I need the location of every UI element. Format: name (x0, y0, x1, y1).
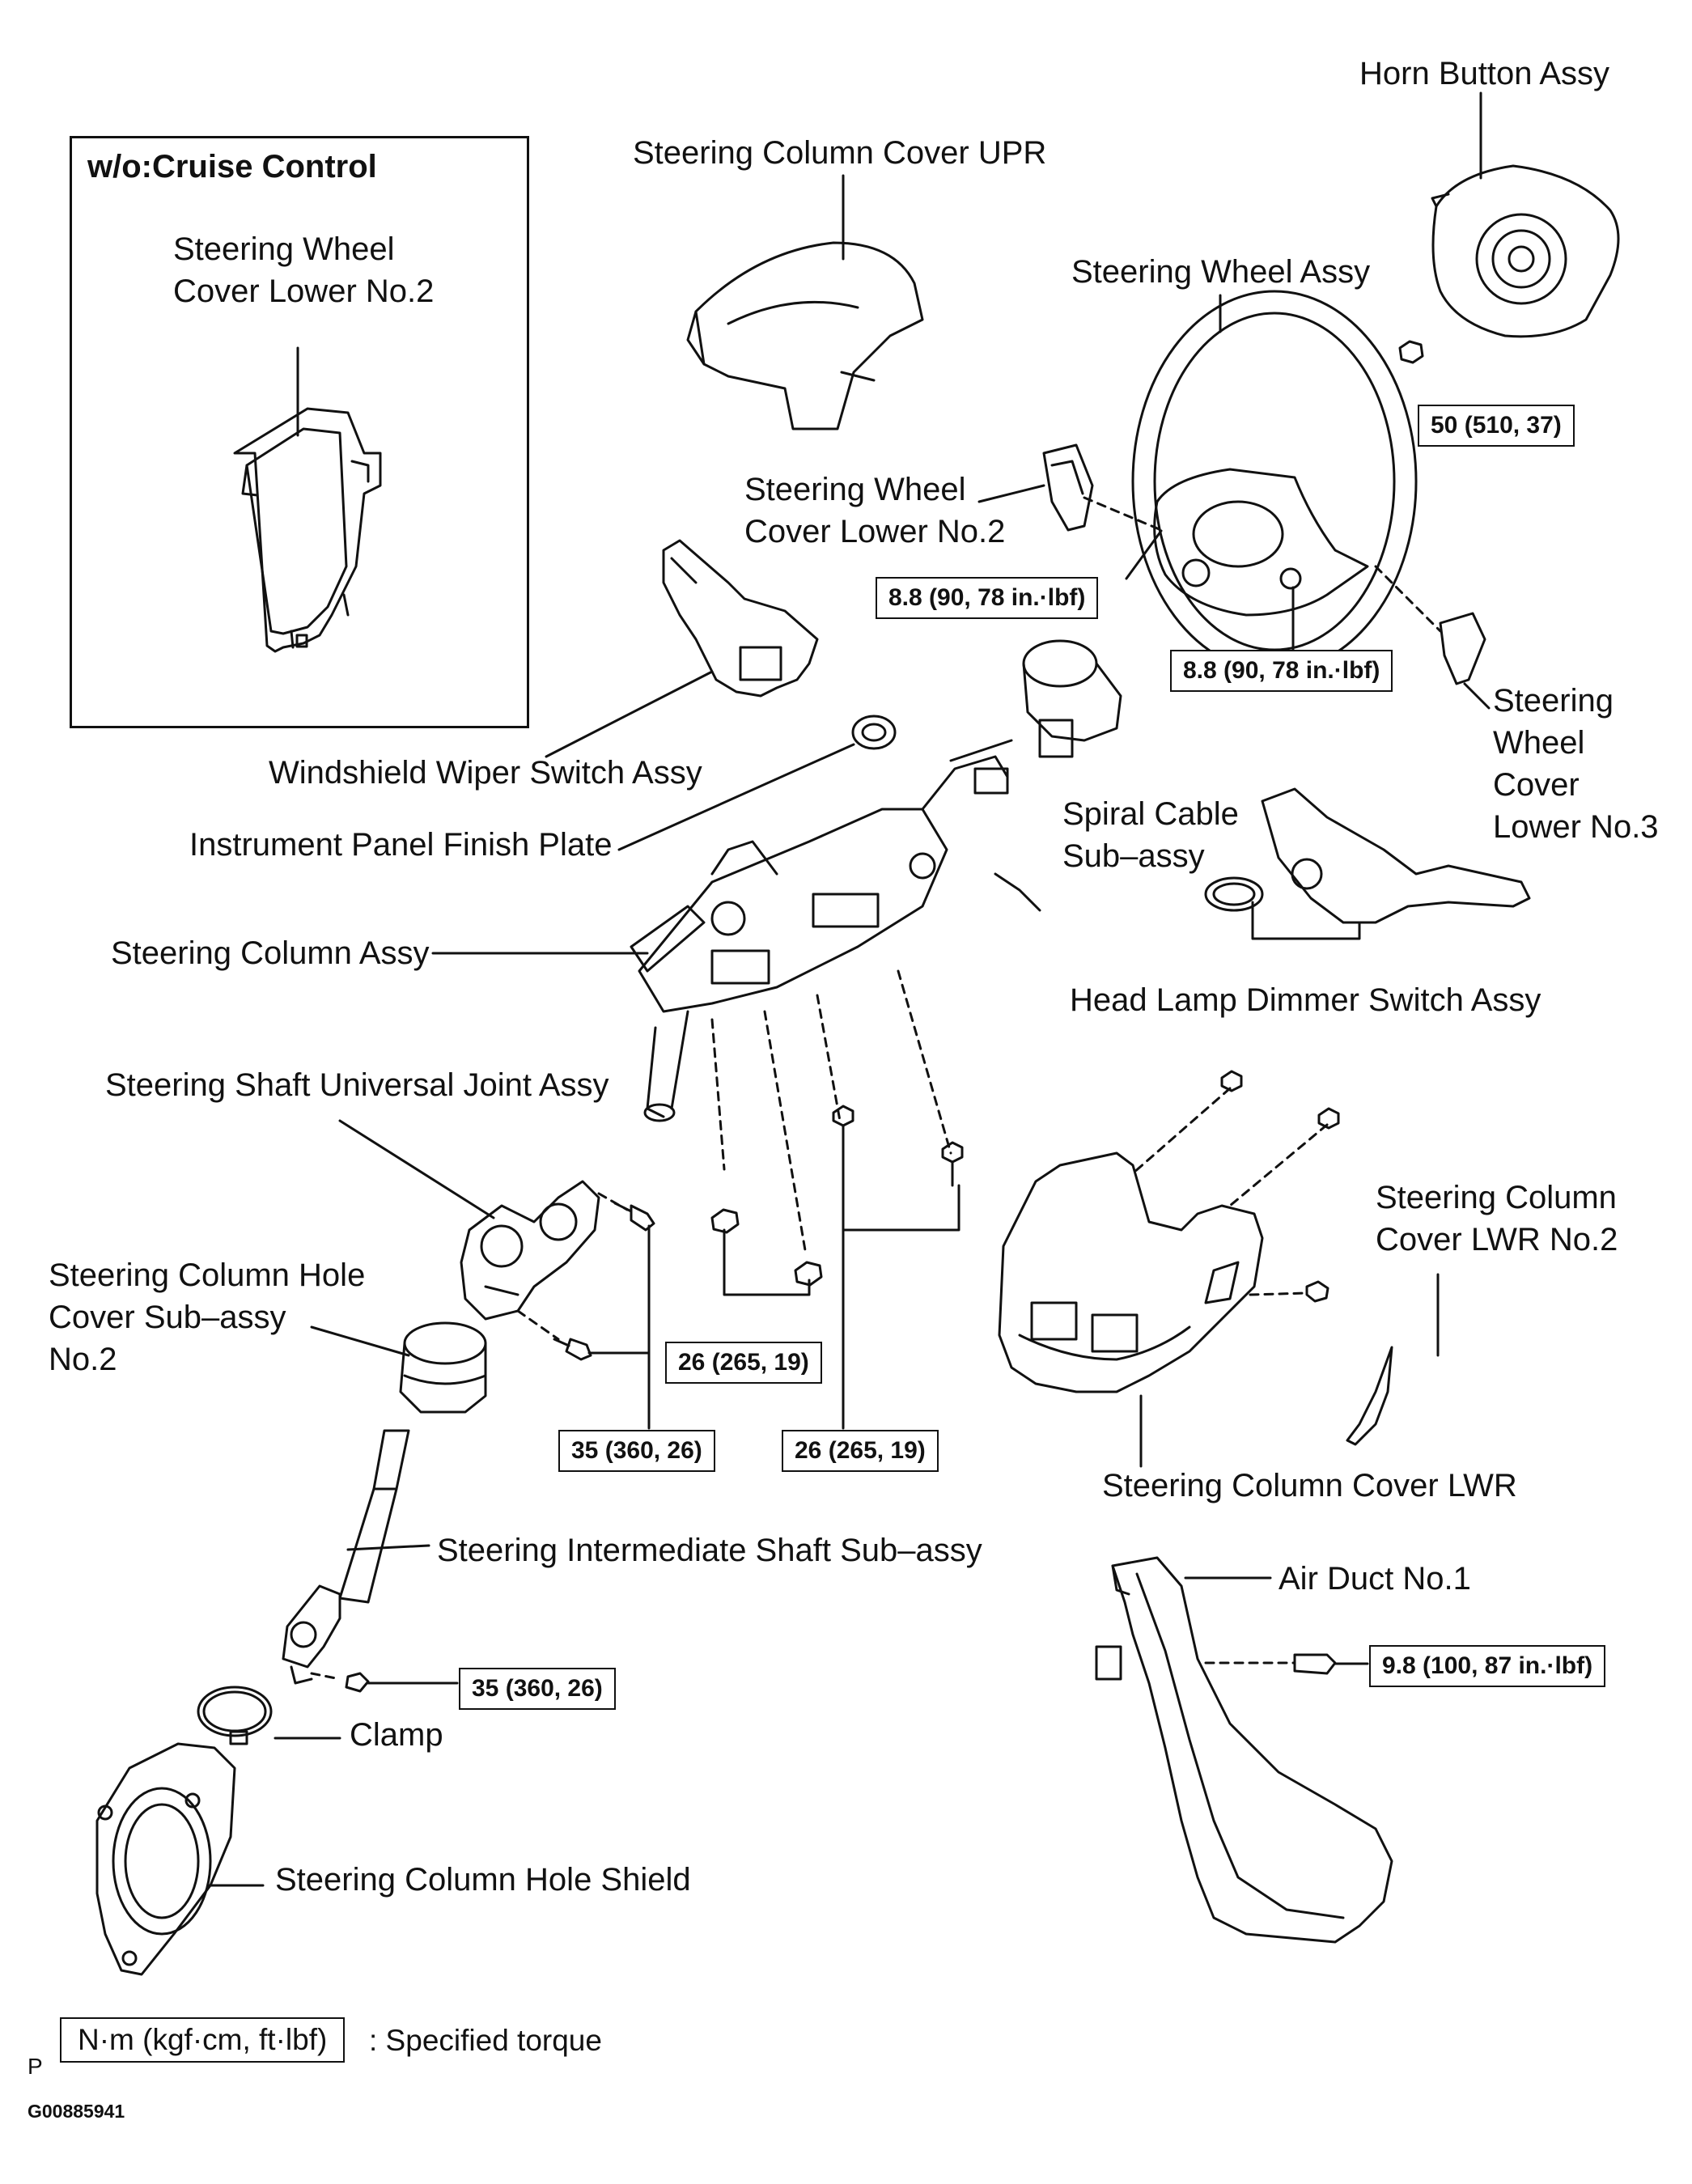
label-clamp: Clamp (350, 1717, 443, 1753)
dimmer-leader (1251, 901, 1361, 940)
label-column-assy: Steering Column Assy (111, 935, 430, 971)
joint-dash-2 (516, 1309, 560, 1341)
column-dash-2 (763, 1010, 807, 1252)
label-wheel-cover-lower3: Steering Wheel Cover Lower No.3 (1493, 683, 1659, 845)
wheel-screw-left-leader (1125, 529, 1163, 580)
clamp-part (197, 1686, 273, 1745)
column-bolt-1 (832, 1105, 854, 1155)
wiper-leader (545, 670, 714, 758)
column-dash-3 (816, 994, 842, 1122)
column-dash-4 (897, 969, 952, 1155)
column-cover-lwr-part (998, 1151, 1264, 1393)
label-universal-joint: Steering Shaft Universal Joint Assy (105, 1067, 609, 1103)
column-bolt-2 (941, 1141, 964, 1187)
label-cover-lwr2: Steering Column Cover LWR No.2 (1376, 1180, 1618, 1257)
air-duct-bolt (1293, 1653, 1337, 1675)
figure-id: G00885941 (28, 2101, 125, 2122)
cover-lwr-screw-3 (1305, 1280, 1329, 1303)
hole-cover-part (399, 1321, 487, 1414)
cover-lwr-screw-2 (1317, 1107, 1340, 1130)
label-wiper-switch: Windshield Wiper Switch Assy (269, 755, 702, 791)
page-marker: P (28, 2054, 43, 2079)
universal-joint-part (460, 1180, 600, 1321)
cover-lwr2-part (1346, 1346, 1393, 1446)
joint-dash-1 (597, 1192, 629, 1211)
finish-plate-part (851, 715, 897, 750)
column-nut-2 (794, 1261, 823, 1287)
shaft-leader (346, 1544, 430, 1551)
steering-wheel-part (1131, 290, 1418, 673)
intermediate-shaft-part (282, 1429, 410, 1685)
label-finish-plate: Instrument Panel Finish Plate (189, 827, 613, 863)
cover-lower3-dash (1374, 565, 1442, 633)
cover-lower2-dash (1083, 496, 1163, 532)
torque-shaft-bolt: 35 (360, 26) (459, 1668, 616, 1710)
joint-bolt-2 (553, 1338, 592, 1361)
joint-bolt-leader (587, 1224, 651, 1430)
label-hole-cover: Steering Column Hole Cover Sub–assy No.2 (49, 1257, 366, 1377)
steering-column-part (630, 739, 1041, 1122)
label-spiral-cable: Spiral Cable Sub–assy (1062, 796, 1239, 874)
inset-title: w/o:Cruise Control (87, 149, 377, 184)
inset-frame (70, 136, 529, 728)
wiper-switch-part (662, 539, 819, 698)
torque-wheel-screw-right: 8.8 (90, 78 in.·lbf) (1170, 650, 1393, 692)
column-nut-leader (723, 1228, 811, 1296)
dimmer-clamp-part (1204, 876, 1264, 912)
legend-unit-box: N·m (kgf·cm, ft·lbf) (60, 2017, 346, 2063)
torque-horn-nut: 50 (510, 37) (1418, 405, 1575, 447)
label-dimmer-switch: Head Lamp Dimmer Switch Assy (1070, 982, 1541, 1018)
cover-lwr-screw-1 (1220, 1070, 1243, 1092)
label-air-duct: Air Duct No.1 (1279, 1561, 1471, 1597)
dimmer-switch-part (1261, 787, 1531, 924)
label-cover-lwr: Steering Column Cover LWR (1102, 1468, 1517, 1503)
universal-joint-leader (338, 1119, 495, 1219)
label-hole-shield: Steering Column Hole Shield (275, 1862, 691, 1898)
shaft-dash (310, 1672, 341, 1681)
label-wheel-cover-lower2: Steering Wheel Cover Lower No.2 (744, 472, 1006, 549)
hole-shield-part (95, 1742, 236, 1976)
cover-lwr-dash-2 (1228, 1123, 1329, 1207)
torque-joint-bolt: 35 (360, 26) (558, 1430, 715, 1472)
torque-column-nut: 26 (265, 19) (665, 1342, 822, 1384)
torque-air-duct-bolt: 9.8 (100, 87 in.·lbf) (1369, 1645, 1606, 1687)
label-horn-button: Horn Button Assy (1359, 56, 1610, 91)
torque-column-bolt: 26 (265, 19) (782, 1430, 939, 1472)
column-bolt-leader (842, 1151, 960, 1430)
finish-plate-leader (617, 743, 855, 851)
column-cover-upr-part (686, 241, 924, 430)
inset-cover-part (233, 407, 382, 653)
horn-button-part (1431, 164, 1620, 338)
wheel-cover-lower2-part (1042, 443, 1094, 532)
shaft-bolt (345, 1672, 370, 1693)
wheel-cover-lower2-leader (977, 484, 1045, 503)
hole-cover-leader (310, 1325, 410, 1357)
cover-lwr-dash-3 (1249, 1291, 1308, 1296)
label-intermediate-shaft: Steering Intermediate Shaft Sub–assy (437, 1533, 982, 1568)
horn-nut (1398, 340, 1424, 364)
label-wheel-assy: Steering Wheel Assy (1071, 254, 1371, 290)
label-column-cover-upr: Steering Column Cover UPR (633, 135, 1047, 171)
legend-text: : Specified torque (369, 2024, 602, 2057)
spiral-cable-part (1022, 639, 1122, 758)
wheel-cover-lower3-part (1439, 612, 1486, 685)
inset-cover-label: Steering Wheel Cover Lower No.2 (173, 231, 435, 309)
cover-lower3-leader (1463, 682, 1491, 710)
air-duct-part (1095, 1556, 1393, 1944)
column-nut-1 (710, 1208, 740, 1234)
column-dash-1 (710, 1018, 726, 1171)
cover-lwr-dash-1 (1131, 1087, 1232, 1175)
torque-wheel-screw-left: 8.8 (90, 78 in.·lbf) (876, 577, 1099, 619)
